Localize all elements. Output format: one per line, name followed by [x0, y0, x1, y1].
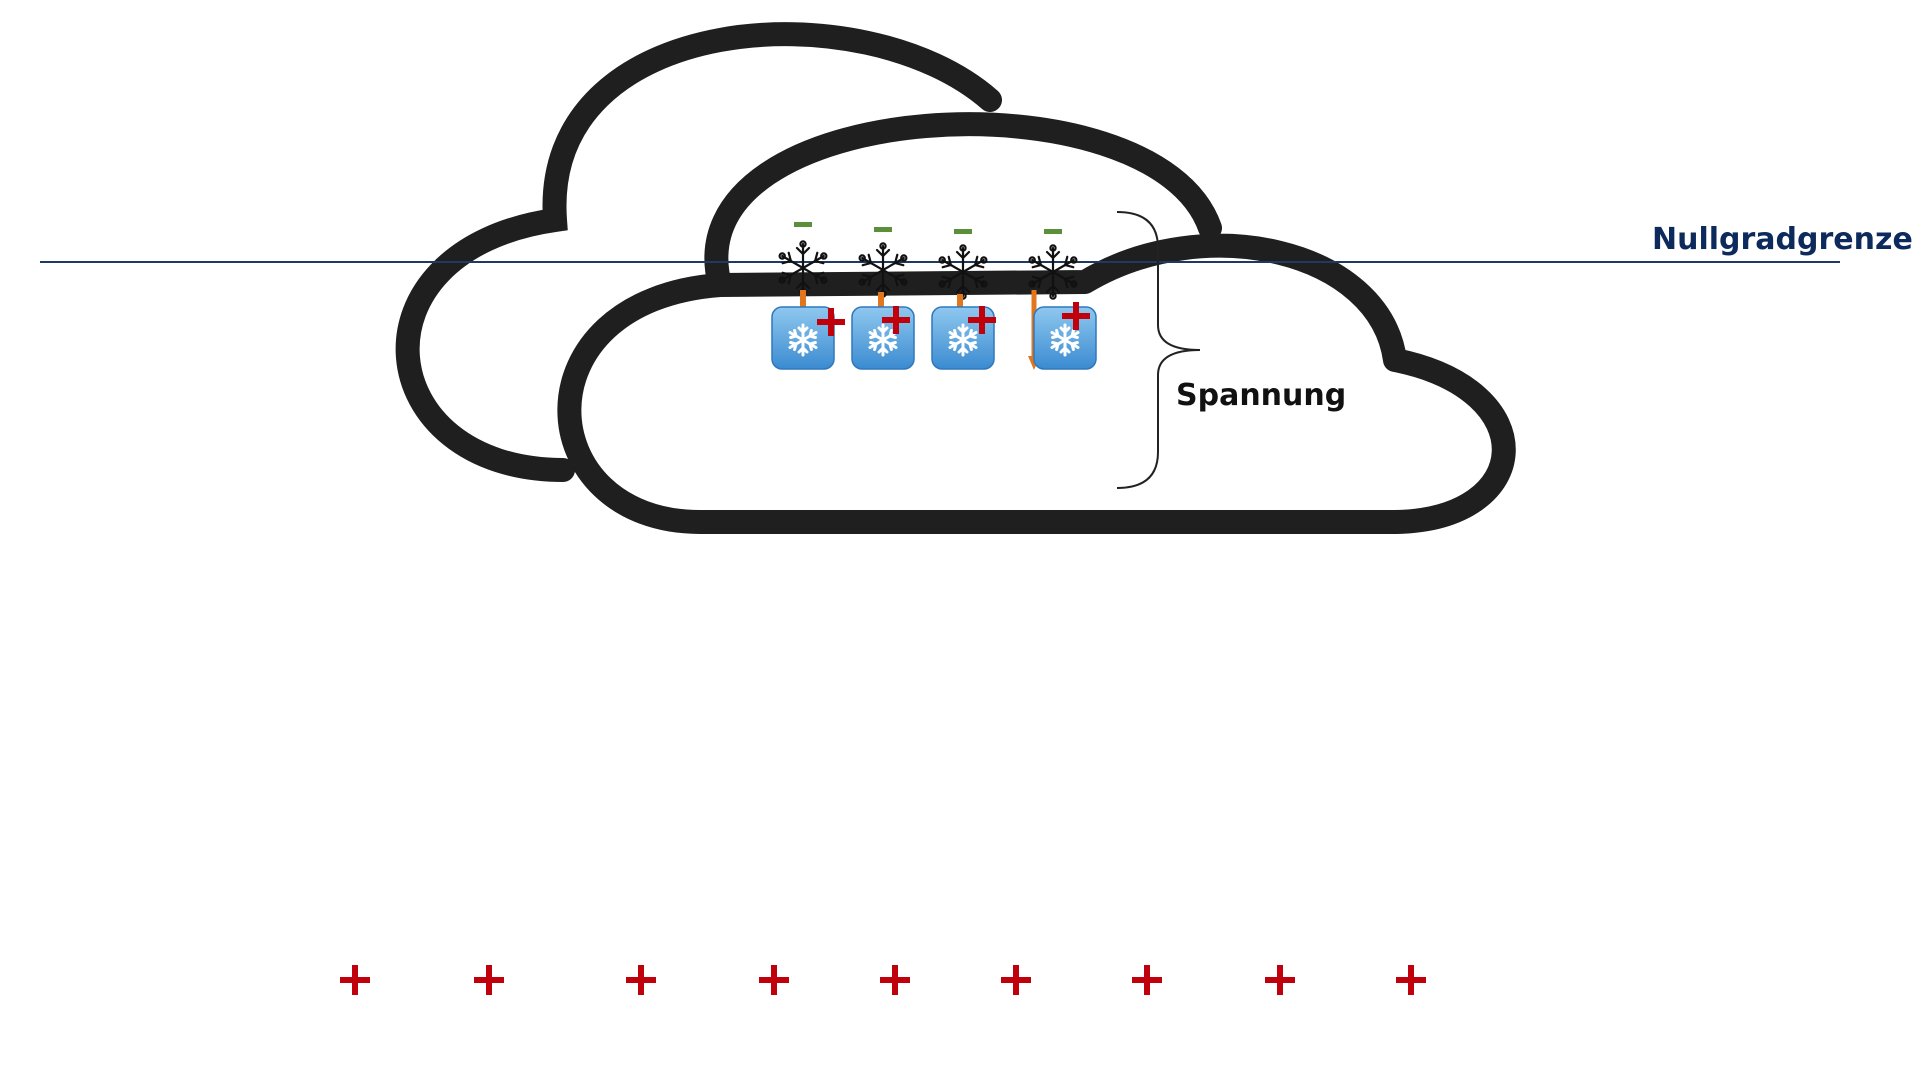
particle-pair [851, 227, 915, 370]
positive-charge-icon [1062, 302, 1090, 330]
negative-charge-icon [1044, 229, 1062, 234]
positive-charge-icon [968, 306, 996, 334]
particle-pair [1028, 229, 1097, 370]
particle-pair [771, 222, 845, 370]
particle-pair [931, 229, 996, 370]
positive-charge-icon [340, 965, 370, 995]
curly-brace-icon [1116, 211, 1201, 489]
positive-charge-icon [759, 965, 789, 995]
negative-charge-icon [794, 222, 812, 227]
positive-charge-icon [1001, 965, 1031, 995]
positive-charge-icon [1396, 965, 1426, 995]
back-cloud-icon [395, 22, 1002, 482]
positive-charge-icon [882, 306, 910, 334]
positive-charge-icon [626, 965, 656, 995]
positive-charge-icon [474, 965, 504, 995]
voltage-label: Spannung [1176, 378, 1347, 413]
negative-charge-icon [954, 229, 972, 234]
positive-charge-icon [880, 965, 910, 995]
positive-charge-icon [1132, 965, 1162, 995]
particle-pairs [771, 222, 1097, 370]
ground-positive-charges [340, 965, 1426, 995]
positive-charge-icon [1265, 965, 1295, 995]
positive-charge-icon [817, 308, 845, 336]
negative-charge-icon [874, 227, 892, 232]
freezing-level-label: Nullgradgrenze [1652, 222, 1913, 257]
